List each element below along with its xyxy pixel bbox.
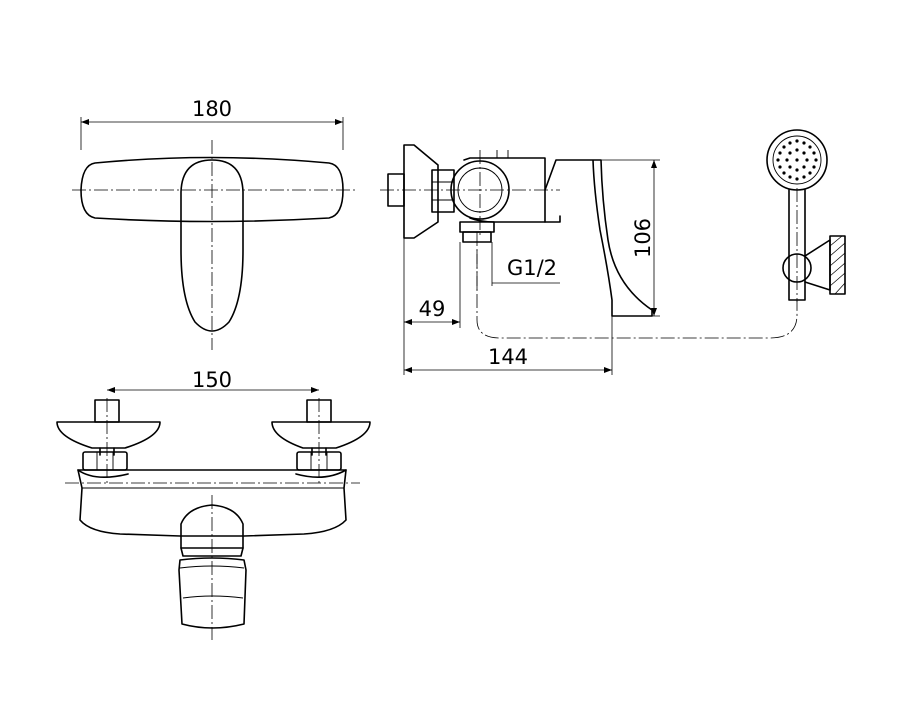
lever-front-handle bbox=[178, 557, 247, 629]
dimension-180-label: 180 bbox=[192, 97, 232, 121]
body-front-outline bbox=[77, 469, 347, 537]
lever-top-outline bbox=[180, 159, 244, 332]
dimension-144-label: 144 bbox=[488, 345, 528, 369]
hand-shower bbox=[766, 129, 846, 302]
dimension-150-label: 150 bbox=[192, 368, 232, 392]
side-view: 106 G1/2 49 144 bbox=[380, 144, 660, 375]
thread-label: G1/2 bbox=[507, 256, 557, 280]
dimension-106-label: 106 bbox=[631, 218, 655, 258]
wall-hatch bbox=[829, 235, 846, 295]
front-view: 150 bbox=[56, 368, 371, 640]
dimension-49-label: 49 bbox=[419, 297, 446, 321]
shower-hose bbox=[476, 250, 798, 339]
body-top-outline bbox=[80, 156, 344, 223]
shower-nozzle-dots bbox=[776, 139, 818, 181]
top-view: 180 bbox=[72, 97, 355, 350]
